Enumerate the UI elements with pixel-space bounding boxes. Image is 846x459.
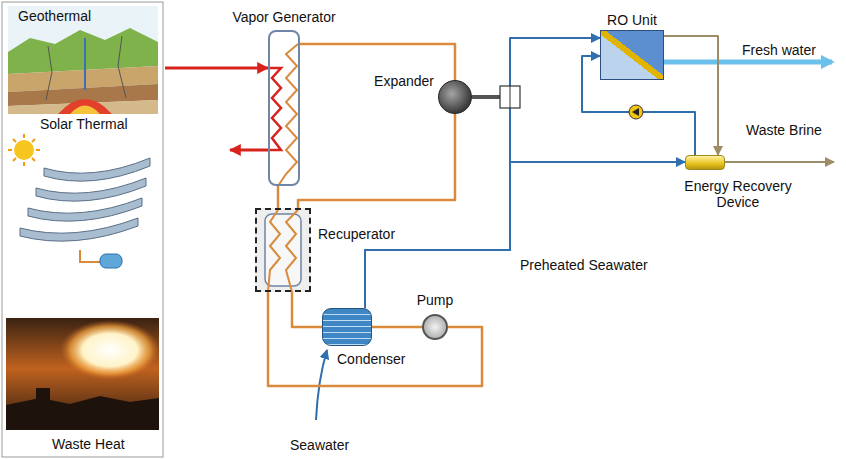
node-label: Vapor Generator	[232, 9, 335, 25]
heat-flow-line	[165, 68, 281, 150]
flow-line	[268, 292, 482, 386]
high-pressure-pump-symbol	[510, 86, 511, 108]
node-label: Condenser	[337, 351, 406, 367]
flow-label: Preheated Seawater	[520, 257, 648, 273]
vapor-generator: Vapor Generator	[268, 30, 300, 186]
drawing-part	[36, 178, 146, 201]
flow-line	[664, 36, 718, 155]
condenser: Condenser	[322, 308, 372, 346]
drawing-part	[13, 158, 16, 161]
geothermal-illustration	[8, 6, 158, 114]
flow-label: Geothermal	[18, 8, 91, 24]
drawing-part	[8, 134, 40, 166]
drawing-part	[6, 396, 159, 430]
node-label-group: Vapor Generator	[232, 9, 335, 25]
node-label-group: Pump	[417, 292, 454, 308]
drawing-part	[230, 149, 268, 152]
working-fluid-coil	[278, 44, 298, 186]
waste-brine-arrow	[725, 161, 834, 163]
node-label-group: RO Unit	[607, 12, 657, 28]
flow-label: Waste Heat	[52, 436, 125, 452]
recuperator: Recuperator	[255, 208, 311, 292]
booster-pump-symbol	[632, 108, 639, 116]
drawing-part	[23, 162, 25, 166]
flow-label: Fresh water	[742, 42, 816, 58]
drawing-part	[8, 6, 158, 114]
node-label: Pump	[417, 292, 454, 308]
drawing-part	[32, 158, 35, 161]
flow-line	[372, 326, 422, 329]
drawing-part	[32, 139, 35, 142]
pump: Pump	[422, 314, 448, 340]
drawing-part	[100, 254, 122, 268]
drawing-part	[44, 158, 150, 181]
flow-line	[292, 292, 322, 327]
drawing-part	[13, 139, 16, 142]
drawing-part	[46, 46, 52, 100]
drawing-part	[20, 218, 138, 241]
flow-line	[298, 114, 455, 208]
drawing-part	[118, 36, 126, 98]
node-label-group: Expander	[374, 73, 434, 89]
drawing-part	[255, 208, 311, 292]
drawing-part	[23, 134, 25, 138]
drawing-part	[8, 100, 158, 114]
booster-pump-symbol	[629, 105, 643, 119]
drawing-part	[58, 99, 112, 114]
node-label: Energy Recovery Device	[676, 178, 800, 210]
ro-unit: RO Unit	[600, 30, 664, 80]
node-label: Expander	[374, 73, 434, 89]
drawing-part	[8, 28, 158, 74]
drawing-part	[6, 318, 159, 430]
drawing-part	[286, 210, 298, 292]
drawing-part	[8, 149, 12, 151]
solar-thermal-illustration	[8, 134, 150, 268]
flow-line	[277, 186, 280, 208]
drawing-part	[36, 149, 40, 151]
drawing-part	[268, 210, 280, 292]
recuperator-core	[255, 208, 311, 292]
drawing-part	[28, 198, 142, 221]
drawing-part	[80, 250, 100, 262]
energy-recovery-device: Energy Recovery Device	[685, 155, 725, 170]
flow-label: Seawater	[290, 437, 349, 453]
drawing-part	[14, 140, 34, 160]
drawing-part	[60, 320, 160, 380]
source-panel	[2, 2, 163, 457]
drawing-part	[36, 388, 50, 408]
node-label-group: Recuperator	[318, 226, 395, 242]
drawing-part	[165, 67, 268, 70]
drawing-part	[84, 38, 86, 90]
waste-heat-illustration	[6, 318, 160, 430]
flow-label: Waste Brine	[746, 122, 822, 138]
high-pressure-pump-symbol	[500, 86, 520, 108]
node-label: Recuperator	[318, 226, 395, 242]
expander: Expander	[438, 80, 472, 114]
node-label-group: Condenser	[337, 351, 406, 367]
shaft	[472, 95, 500, 99]
node-label-group: Energy Recovery Device	[676, 178, 800, 210]
drawing-part	[70, 106, 100, 115]
fresh-water-arrow	[664, 60, 832, 65]
flow-label: Solar Thermal	[40, 116, 128, 132]
node-label: RO Unit	[607, 12, 657, 28]
flow-line	[365, 162, 685, 308]
